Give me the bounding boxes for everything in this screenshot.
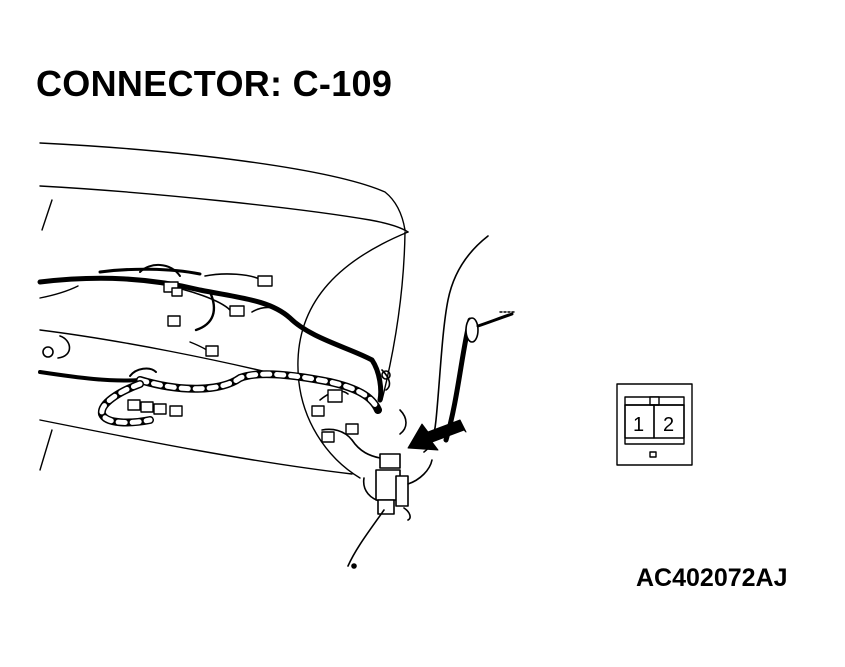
corner-connectors	[311, 389, 359, 443]
connector-face-icon: 1 2	[616, 383, 693, 466]
pointer-arrow-icon	[407, 419, 467, 451]
body-panel-outline	[39, 142, 409, 479]
lower-connector-cluster	[127, 399, 183, 417]
c109-connector-block	[347, 453, 433, 569]
pin-1-label: 1	[633, 414, 644, 436]
page-title: CONNECTOR: C-109	[36, 63, 393, 104]
figure-code: AC402072AJ	[636, 564, 788, 592]
harness-vertical	[423, 235, 517, 453]
harness-upper	[37, 264, 384, 403]
small-connectors	[163, 275, 273, 357]
pin-2-label: 2	[663, 414, 674, 436]
harness-lower	[38, 367, 382, 427]
